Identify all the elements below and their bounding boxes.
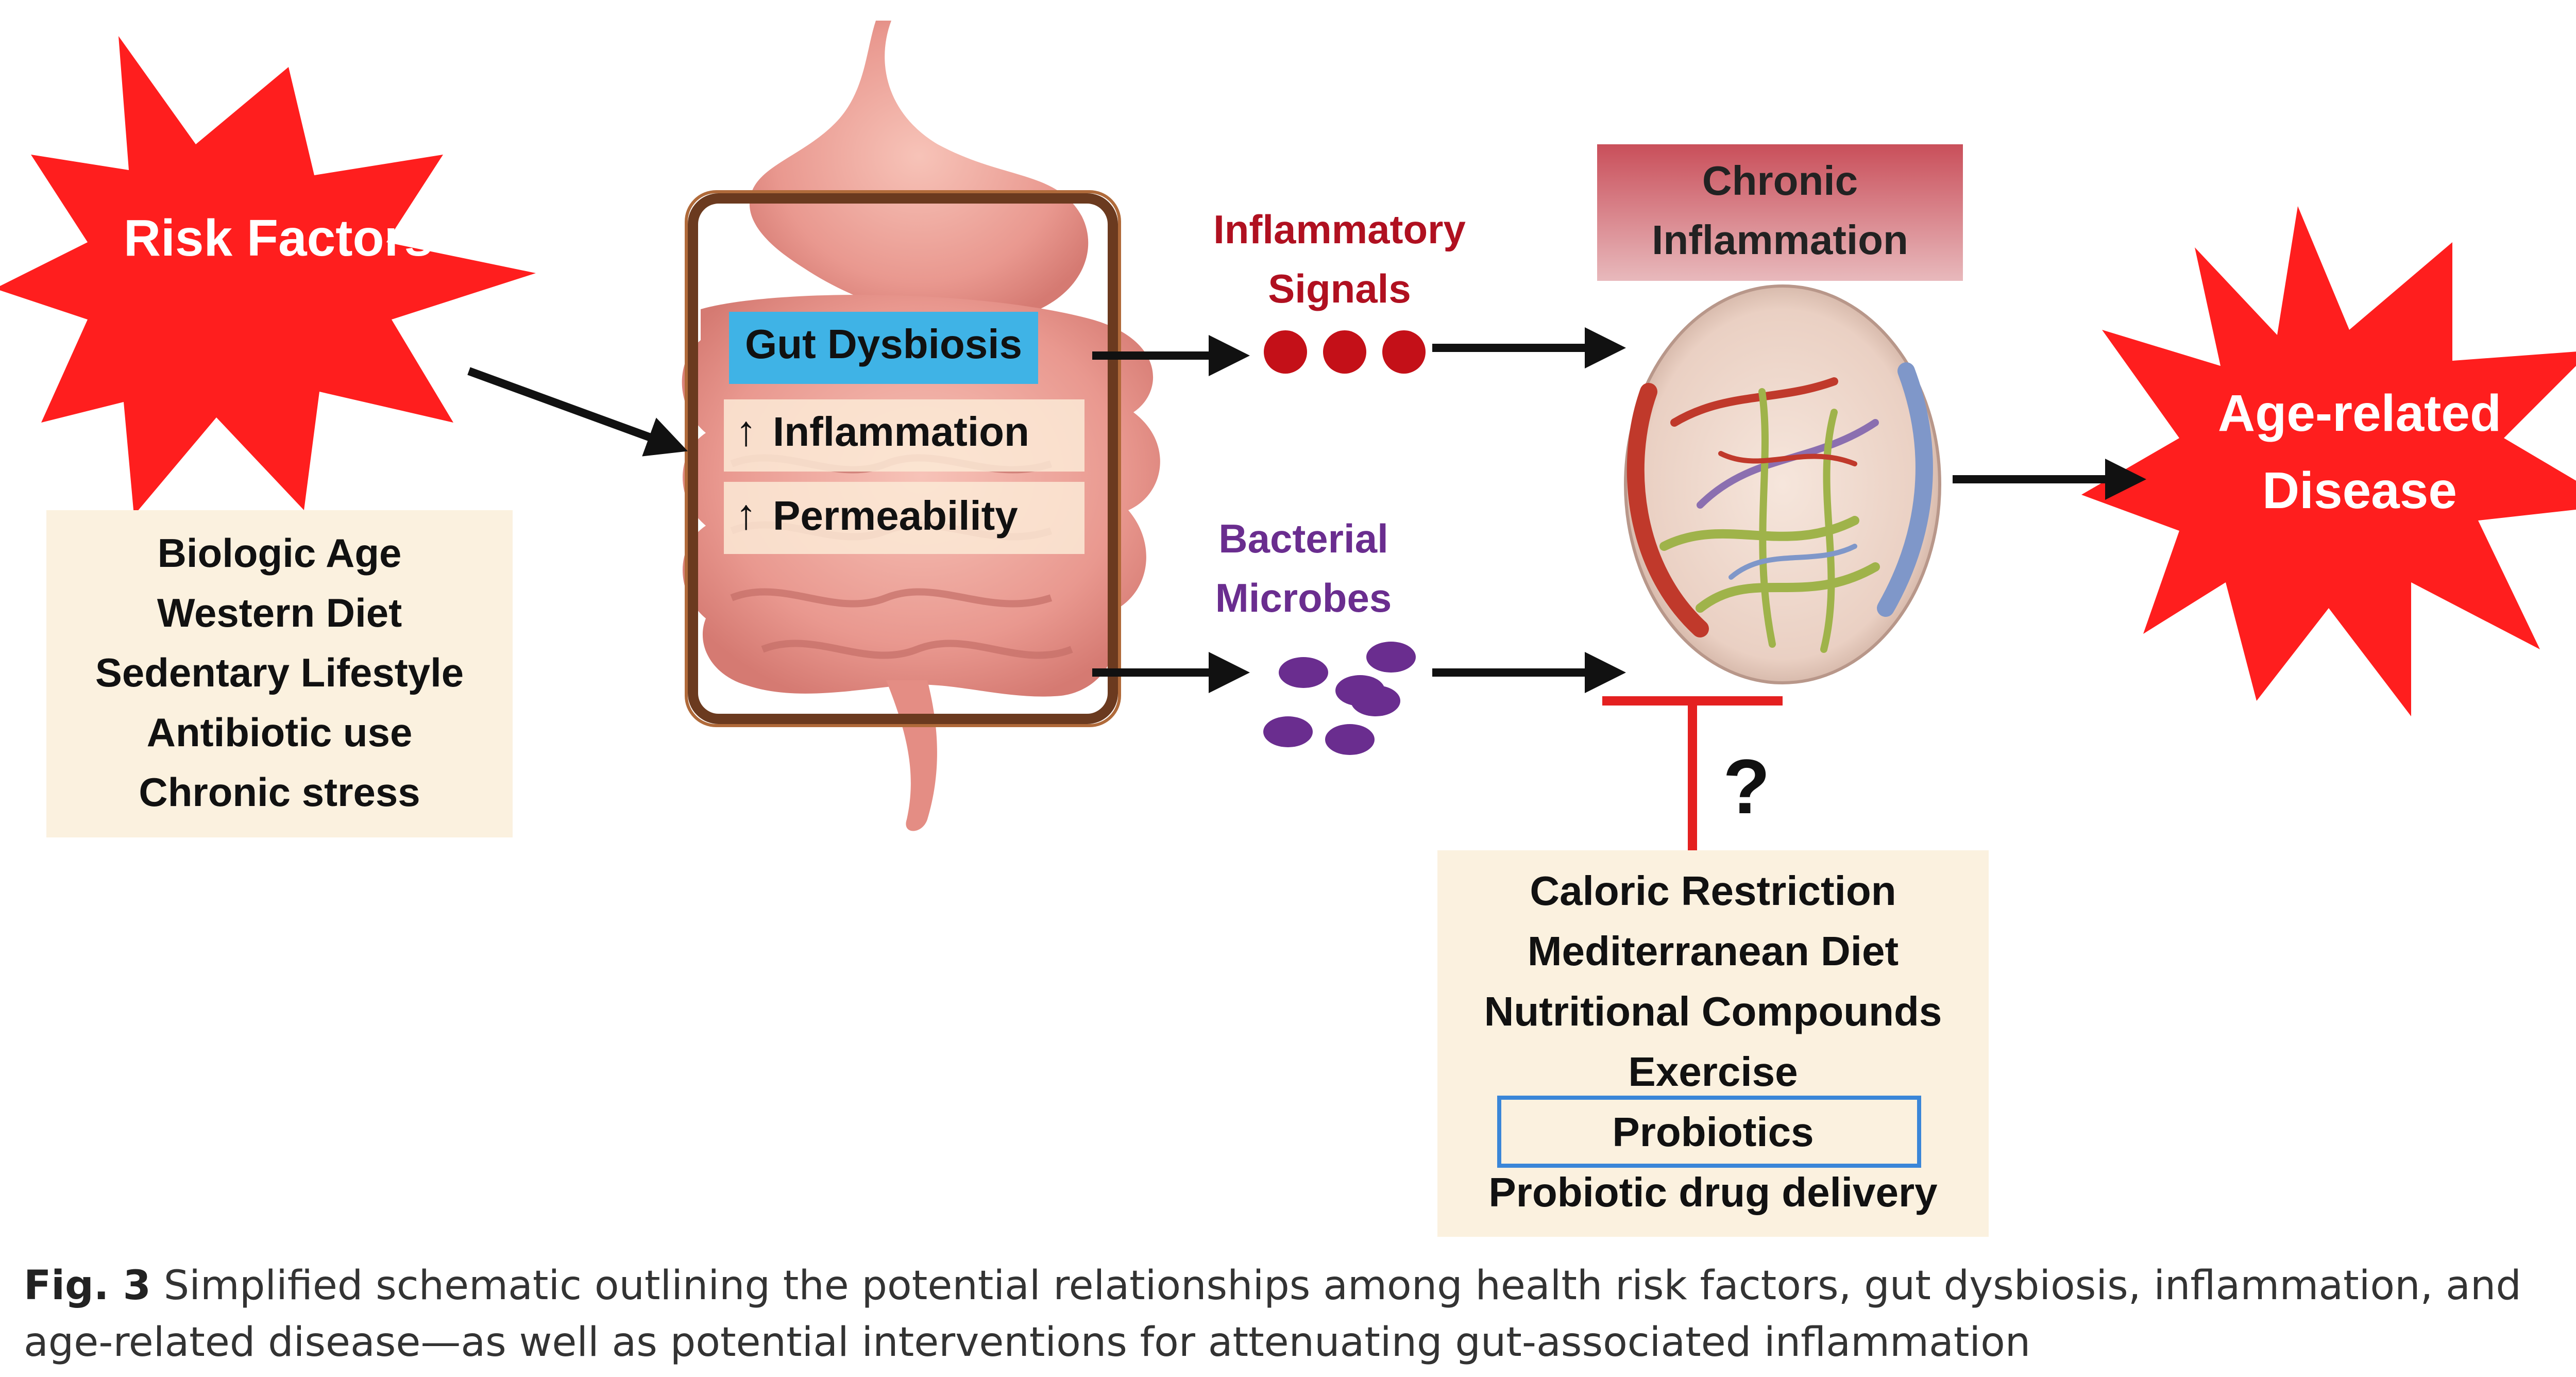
gut-dysbiosis-label: Gut Dysbiosis [745,321,1022,367]
chronic-inflammation-label-line1: Chronic [1702,158,1858,204]
chronic-inflammation-label-line2: Inflammation [1652,217,1908,263]
figure-caption: Fig. 3 Simplified schematic outlining th… [24,1257,2576,1371]
permeability-label: Permeability [773,493,1018,539]
bacterial-microbes-label-line2: Microbes [1215,575,1392,620]
microbe-dot [1351,685,1400,716]
intervention-item: Mediterranean Diet [1527,928,1899,974]
gut-dysbiosis-box [729,312,1038,384]
microbe-dot [1325,724,1375,755]
signal-dot [1382,330,1426,374]
inflammatory-signals-label-line2: Signals [1268,266,1411,311]
figure-label: Fig. 3 [24,1263,151,1309]
interventions-box [1437,850,1989,1237]
bacterial-microbes-label-line1: Bacterial [1218,516,1388,561]
intervention-item: Exercise [1628,1049,1798,1095]
risk-to-gut-arrow [467,367,688,457]
interventions-list: Caloric Restriction Mediterranean Diet N… [1437,861,1989,1222]
risk-factors-star [0,36,536,515]
intervention-item: Nutritional Compounds [1484,988,1942,1034]
risk-factor-item: Antibiotic use [146,710,413,755]
inflammatory-signals-label-line1: Inflammatory [1213,207,1466,252]
question-mark: ? [1723,743,1770,830]
probiotics-highlight [1497,1096,1921,1168]
microbe-dot [1263,716,1313,747]
inflammation-label: Inflammation [773,409,1029,455]
intervention-item-probiotics: Probiotics [1612,1109,1814,1155]
risk-factor-item: Sedentary Lifestyle [95,650,464,695]
intervention-item: Probiotic drug delivery [1488,1169,1938,1215]
up-arrow-icon: ↑ [735,491,757,538]
microbe-dot [1279,657,1328,688]
signal-dot [1323,330,1366,374]
disease-label-line2: Disease [2262,462,2458,519]
microbe-dot [1366,642,1416,673]
risk-factors-list: Biologic Age Western Diet Sedentary Life… [46,523,513,822]
up-arrow-icon: ↑ [735,408,757,455]
risk-factor-item: Western Diet [157,590,402,635]
disease-label-line1: Age-related [2217,384,2502,442]
intervention-item: Caloric Restriction [1530,868,1896,914]
permeability-box [724,482,1084,554]
tissue-illustration [1624,284,1941,684]
gut-frame [688,193,1118,724]
inflammation-box [724,399,1084,472]
risk-factors-title: Risk Factors [123,209,433,267]
risk-factor-item: Chronic stress [139,769,420,815]
risk-factor-item: Biologic Age [157,530,402,576]
risk-factors-box [46,510,513,837]
figure-caption-text: Simplified schematic outlining the poten… [24,1263,2521,1366]
disease-star [2081,206,2576,716]
signal-dot [1264,330,1307,374]
chronic-inflammation-box [1597,144,1963,281]
